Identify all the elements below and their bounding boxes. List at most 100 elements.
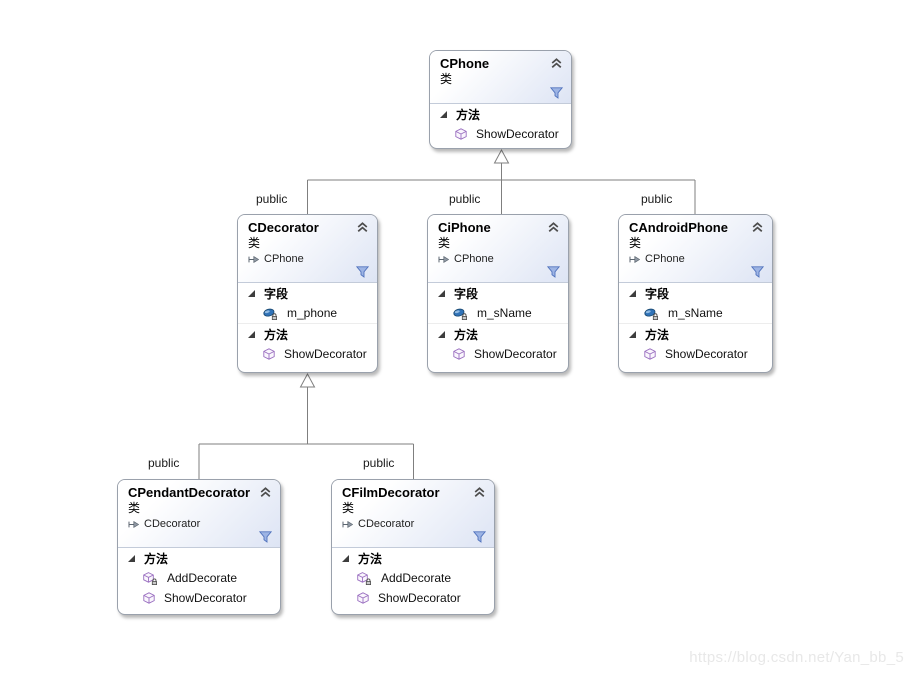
section-row-methods[interactable]: 方法 [238,323,377,344]
class-header: CDecorator 类 CPhone [238,215,377,283]
method-cube-icon [453,348,465,360]
class-title: CPhone [440,56,490,71]
class-box-cpendantdecorator[interactable]: CPendantDecorator 类 CDecorator 方法 AddDec… [117,479,281,615]
section-label: 方法 [358,552,383,566]
member-row[interactable]: ShowDecorator [332,588,494,608]
class-box-cphone[interactable]: CPhone 类 方法 ShowDecorator [429,50,572,149]
inherits-arrow-icon [128,520,139,529]
section-row-methods[interactable]: 方法 [430,104,571,124]
member-name: AddDecorate [167,571,238,585]
base-class-row: CPhone [438,252,560,266]
filter-icon[interactable] [258,531,273,543]
member-name: AddDecorate [381,571,452,585]
filter-icon[interactable] [750,266,765,278]
chevron-double-up-icon[interactable] [751,222,764,233]
member-row[interactable]: AddDecorate [332,568,494,588]
class-header: CFilmDecorator 类 CDecorator [332,480,494,548]
section-row-methods[interactable]: 方法 [428,323,568,344]
section-expand-icon[interactable] [629,331,636,338]
section-row-fields[interactable]: 字段 [619,283,772,303]
class-title: CAndroidPhone [629,220,728,235]
chevron-double-up-icon[interactable] [547,222,560,233]
class-stereotype: 类 [440,72,453,86]
inherits-arrow-icon [342,520,353,529]
base-class-name: CPhone [645,253,685,265]
member-name: ShowDecorator [665,347,748,361]
class-box-ciphone[interactable]: CiPhone 类 CPhone 字段 m_sName [427,214,569,373]
section-label: 字段 [645,287,670,301]
member-row[interactable]: ShowDecorator [118,588,280,608]
method-cube-icon [143,592,155,604]
class-stereotype: 类 [248,236,261,250]
member-row[interactable]: m_sName [619,303,772,323]
base-class-name: CPhone [454,253,494,265]
member-row[interactable]: ShowDecorator [428,344,568,364]
filter-icon[interactable] [546,266,561,278]
section-expand-icon[interactable] [440,111,447,118]
base-class-row: CPhone [248,252,369,266]
filter-icon[interactable] [355,266,370,278]
section-expand-icon[interactable] [342,555,349,562]
section-label: 方法 [144,552,169,566]
inheritance-arrowhead [493,148,510,164]
filter-icon[interactable] [472,531,487,543]
member-row[interactable]: m_sName [428,303,568,323]
section-label: 方法 [645,328,670,342]
chevron-double-up-icon[interactable] [473,487,486,498]
section-row-fields[interactable]: 字段 [238,283,377,303]
section-expand-icon[interactable] [629,290,636,297]
class-stereotype: 类 [342,501,355,515]
section-expand-icon[interactable] [248,331,255,338]
field-private-icon [644,307,659,320]
member-name: ShowDecorator [284,347,367,361]
base-class-row: CDecorator [128,517,272,531]
inheritance-access-label[interactable]: public [256,192,288,206]
member-name: ShowDecorator [164,591,247,605]
inheritance-access-label[interactable]: public [148,456,180,470]
section-label: 方法 [454,328,479,342]
filter-icon[interactable] [549,87,564,99]
section-label: 字段 [454,287,479,301]
chevron-double-up-icon[interactable] [550,58,563,69]
class-box-cfilmdecorator[interactable]: CFilmDecorator 类 CDecorator 方法 AddDecora… [331,479,495,615]
member-row[interactable]: AddDecorate [118,568,280,588]
section-row-fields[interactable]: 字段 [428,283,568,303]
inherits-arrow-icon [248,255,259,264]
inheritance-connector-cphone-children[interactable] [307,148,696,214]
base-class-row: CPhone [629,252,764,266]
inherits-arrow-icon [438,255,449,264]
member-name: m_sName [477,306,532,320]
class-box-cdecorator[interactable]: CDecorator 类 CPhone 字段 m_phone [237,214,378,373]
class-box-candroidphone[interactable]: CAndroidPhone 类 CPhone 字段 m_sName [618,214,773,373]
member-name: ShowDecorator [476,127,559,141]
member-row[interactable]: ShowDecorator [430,124,571,144]
class-title: CDecorator [248,220,319,235]
class-stereotype: 类 [128,501,141,515]
section-expand-icon[interactable] [128,555,135,562]
class-stereotype: 类 [629,236,642,250]
class-header: CPendantDecorator 类 CDecorator [118,480,280,548]
method-cube-icon [357,592,369,604]
section-expand-icon[interactable] [438,290,445,297]
chevron-double-up-icon[interactable] [259,487,272,498]
class-title: CiPhone [438,220,491,235]
section-row-methods[interactable]: 方法 [619,323,772,344]
member-row[interactable]: m_phone [238,303,377,323]
class-header: CiPhone 类 CPhone [428,215,568,283]
inheritance-connector-cdecorator-children[interactable] [198,372,414,479]
inheritance-access-label[interactable]: public [449,192,481,206]
inheritance-access-label[interactable]: public [363,456,395,470]
section-row-methods[interactable]: 方法 [332,548,494,568]
base-class-name: CDecorator [144,518,201,530]
section-row-methods[interactable]: 方法 [118,548,280,568]
inheritance-arrowhead [299,372,316,388]
inheritance-access-label[interactable]: public [641,192,673,206]
section-expand-icon[interactable] [248,290,255,297]
section-expand-icon[interactable] [438,331,445,338]
chevron-double-up-icon[interactable] [356,222,369,233]
member-row[interactable]: ShowDecorator [619,344,772,364]
member-row[interactable]: ShowDecorator [238,344,377,364]
field-private-icon [453,307,468,320]
